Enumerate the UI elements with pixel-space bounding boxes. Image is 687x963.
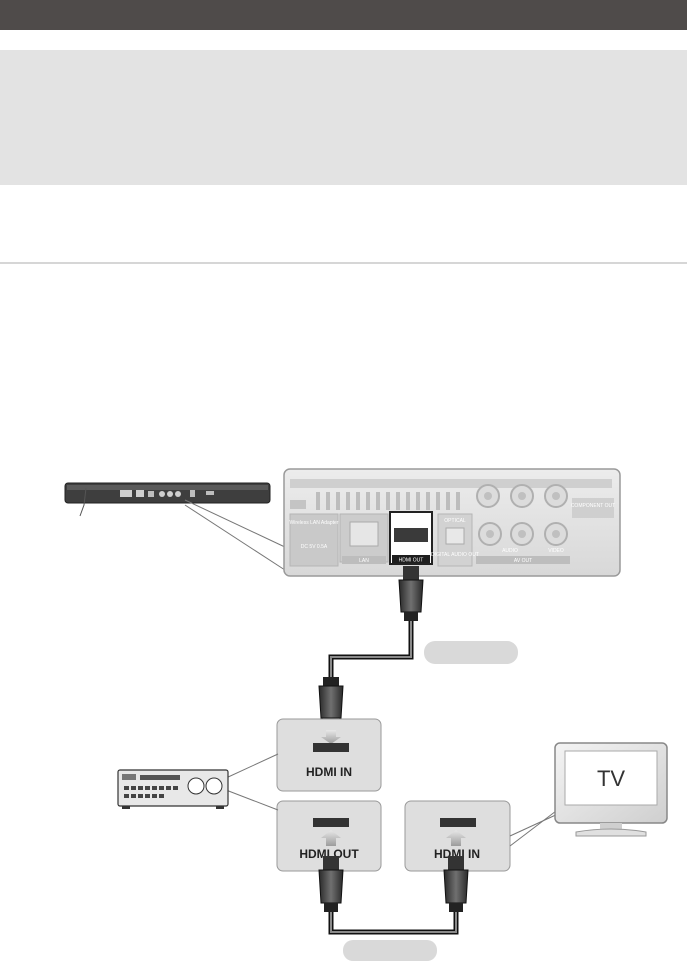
tv-screen-label: TV xyxy=(597,766,625,791)
note-box xyxy=(0,50,687,185)
wireless-power-label: DC 5V 0.5A xyxy=(301,544,328,550)
divider xyxy=(0,262,687,264)
receiver-hdmi-in-label: HDMI IN xyxy=(306,765,352,779)
receiver-hdmi-out-label: HDMI OUT xyxy=(299,847,359,861)
audio-label: AUDIO xyxy=(502,548,518,554)
lan-port-label: LAN xyxy=(359,558,369,564)
receiver-hdmi-in-box: HDMI IN xyxy=(276,718,382,792)
digital-audio-out-label: DIGITAL AUDIO OUT xyxy=(431,552,479,558)
av-out-label: AV OUT xyxy=(514,558,532,564)
bluray-player xyxy=(64,482,271,517)
section-header-bar xyxy=(0,0,687,30)
optical-label: OPTICAL xyxy=(444,518,466,524)
video-label: VIDEO xyxy=(548,548,564,554)
cable-label-pill-1 xyxy=(424,641,518,664)
component-out-label: COMPONENT OUT xyxy=(571,503,615,509)
tv: TV xyxy=(509,742,668,847)
player-rear-panel: Wireless LAN Adapter DC 5V 0.5A LAN HDMI… xyxy=(283,468,621,577)
av-receiver xyxy=(117,753,279,811)
wireless-lan-label: Wireless LAN Adapter xyxy=(290,520,339,526)
zoom-callout-lines xyxy=(184,499,289,573)
hdmi-cable-1 xyxy=(318,566,424,728)
tv-hdmi-in-label: HDMI IN xyxy=(434,847,480,861)
cable-label-pill-2 xyxy=(343,940,437,961)
hdmi-out-port-label: HDMI OUT xyxy=(399,558,424,564)
hdmi-cable-2 xyxy=(318,830,469,935)
